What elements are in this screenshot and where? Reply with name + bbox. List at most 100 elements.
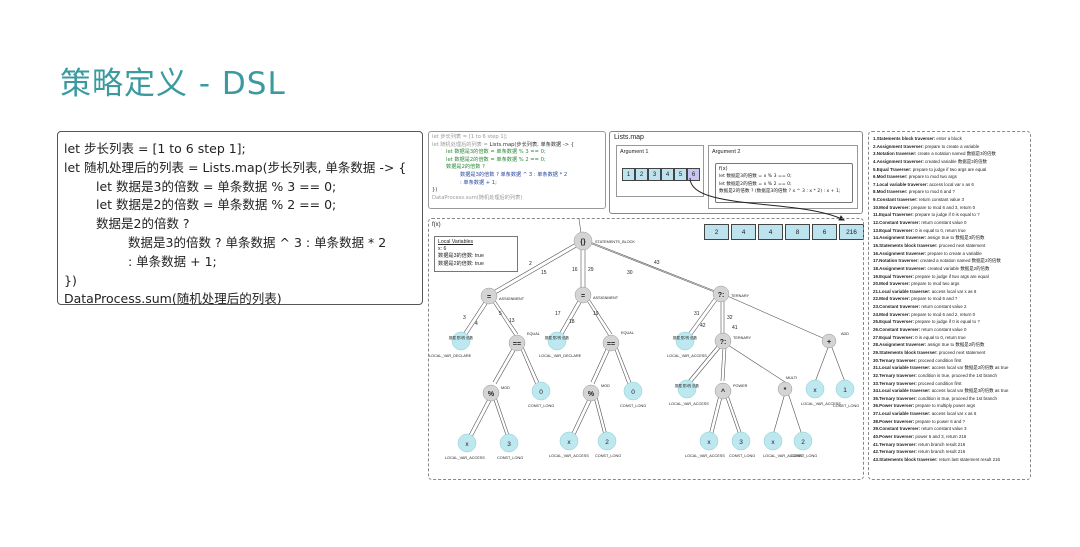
log-traverser: Local variable traverser:	[879, 411, 931, 417]
log-traverser: Equal Traverser:	[876, 166, 912, 172]
log-message: return branch result 216	[916, 441, 966, 447]
code-line: : 单条数据 + 1;	[128, 253, 217, 269]
log-step: 7.	[873, 181, 877, 187]
log-traverser: Ternary traverser:	[879, 372, 917, 378]
log-line: 3.Notation traverser: create a notation …	[873, 150, 1027, 158]
edge-label: 42	[700, 323, 706, 329]
log-step: 25.	[873, 319, 880, 325]
log-message: create a notation named 数据是3的倍数	[916, 151, 996, 157]
node-value: x	[567, 439, 571, 446]
node-type-label: CONST_LONG	[528, 404, 554, 408]
node-type-label: MULTI	[786, 376, 797, 380]
output-cell: 6	[812, 224, 837, 240]
log-traverser: Equal Traverser:	[879, 227, 914, 233]
log-traverser: Assignment traverser:	[876, 158, 924, 164]
output-cell: 4	[758, 224, 783, 240]
code-line: let 步长列表 = [1 to 6 step 1];	[64, 141, 246, 156]
node-type-label: CONST_LONG	[595, 454, 621, 458]
log-traverser: Power traverser:	[879, 403, 915, 409]
lambda-line: let 数据是3的倍数 = x % 3 == 0;	[719, 174, 792, 180]
log-message: access local var 数据是3的倍数 as true	[930, 388, 1009, 394]
code-line: 数据是2的倍数 ?	[96, 216, 190, 232]
node-type-label: LOCAL_VAR_ACCESS	[669, 402, 709, 406]
lambda-box: f(x) let 数据是3的倍数 = x % 3 == 0; let 数据是2的…	[715, 163, 853, 203]
log-step: 8.	[873, 189, 877, 195]
edge-label: 16	[572, 267, 578, 273]
log-traverser: Equal Traverser:	[879, 319, 914, 325]
edge-label: 43	[654, 260, 660, 266]
log-traverser: Statements block traverser:	[879, 349, 938, 355]
log-traverser: Statements block traverser:	[876, 136, 936, 141]
mini-code-line: let 步长列表 = [1 to 6 step 1];	[432, 134, 508, 140]
edge-label: 5	[499, 311, 502, 317]
node-type-label: CONST_LONG	[620, 404, 646, 408]
lists-map-label: Lists.map	[614, 134, 644, 141]
log-message: return constant value 2	[920, 304, 967, 310]
log-step: 34.	[873, 388, 880, 394]
log-step: 29.	[873, 349, 880, 355]
input-cell: 4	[661, 168, 674, 181]
edge-label: 13	[509, 318, 515, 324]
edge-label: 17	[555, 311, 561, 317]
node-value: x	[813, 387, 817, 394]
log-line: 34.Local variable traverser: access loca…	[873, 387, 1027, 395]
node-type-label: CONST_LONG	[833, 404, 859, 408]
log-traverser: Mod traverser:	[879, 204, 910, 210]
log-message: return constant value 0	[920, 327, 967, 333]
node-type-label: LOCAL_VAR_ACCESS	[549, 454, 589, 458]
log-traverser: Power traverser:	[879, 418, 915, 424]
node-value: 0	[539, 389, 543, 396]
mini-code-line: })	[432, 187, 438, 194]
log-step: 40.	[873, 433, 880, 439]
edge-label: 3	[463, 315, 466, 321]
output-cell: 4	[731, 224, 756, 240]
code-line: let 数据是3的倍数 = 单条数据 % 3 == 0;	[96, 178, 337, 194]
output-cell: 2	[704, 224, 729, 240]
log-line: 37.Local variable traverser: access loca…	[873, 410, 1027, 418]
log-message: proceed condition first	[916, 380, 962, 386]
node-value: 数据 是3的 倍数	[449, 335, 474, 340]
node-type-label: LOCAL_VAR_DECLARE	[429, 354, 472, 358]
node-type-label: EQUAL	[527, 332, 540, 336]
argument-2-box: Argument 2 f(x) let 数据是3的倍数 = x % 3 == 0…	[708, 145, 858, 209]
log-step: 36.	[873, 403, 880, 409]
edge-label: 31	[694, 311, 700, 317]
node-value: 3	[739, 439, 743, 446]
log-line: 28.Assignment traverser: assign true to …	[873, 341, 1027, 349]
log-step: 43.	[873, 456, 880, 462]
log-traverser: Mod traverser:	[876, 174, 908, 180]
log-message: prepare to power 6 and ?	[914, 418, 966, 424]
log-traverser: Assignment traverser:	[879, 235, 927, 241]
log-step: 24.	[873, 311, 880, 317]
log-line: 16.Assignment traverser: prepare to crea…	[873, 250, 1027, 258]
log-line: 38.Power traverser: prepare to power 6 a…	[873, 418, 1027, 426]
log-step: 13.	[873, 227, 880, 233]
log-step: 42.	[873, 449, 880, 455]
input-cell: 2	[635, 168, 648, 181]
edge-label: 41	[732, 325, 738, 331]
log-message: prepare to mod 6 and 3, return 0	[910, 204, 976, 210]
log-step: 3.	[873, 151, 877, 157]
local-variable-line: x: 6	[438, 246, 447, 253]
traversal-log: 1.Statements block traverser: enter a bl…	[868, 131, 1031, 480]
node-value: x	[771, 439, 775, 446]
log-line: 39.Constant traverser: return constant v…	[873, 425, 1027, 433]
log-line: 26.Constant traverser: return constant v…	[873, 326, 1027, 334]
node-symbol: ==	[607, 341, 615, 348]
log-line: 21.Local variable traverser: access loca…	[873, 288, 1027, 296]
log-message: access local var 数据是2的倍数 as true	[930, 365, 1009, 371]
local-variable-line: 数据是2的倍数: true	[438, 260, 484, 267]
log-message: prepare to mod 6 and ?	[910, 296, 958, 302]
mini-code-line: 数据是3的倍数 ? 单条数据 ^ 3 : 单条数据 * 2	[460, 171, 568, 178]
log-line: 22.Mod traverser: prepare to mod 6 and ?	[873, 295, 1027, 303]
log-line: 5.Equal Traverser: prepare to judge if t…	[873, 166, 1027, 174]
log-line: 23.Constant traverser: return constant v…	[873, 303, 1027, 311]
mini-code-line: let 随机处理后的列表 =	[432, 141, 490, 148]
log-step: 21.	[873, 288, 880, 294]
input-cell: 5	[674, 168, 687, 181]
mini-code-line: let 数据是3的倍数 = 单条数据 % 3 == 0;	[446, 149, 546, 156]
input-cell: 1	[622, 168, 635, 181]
log-traverser: Local variable traverser:	[879, 388, 931, 394]
edge-label: 30	[627, 270, 633, 276]
log-message: created variable 数据是3的倍数	[923, 158, 987, 164]
